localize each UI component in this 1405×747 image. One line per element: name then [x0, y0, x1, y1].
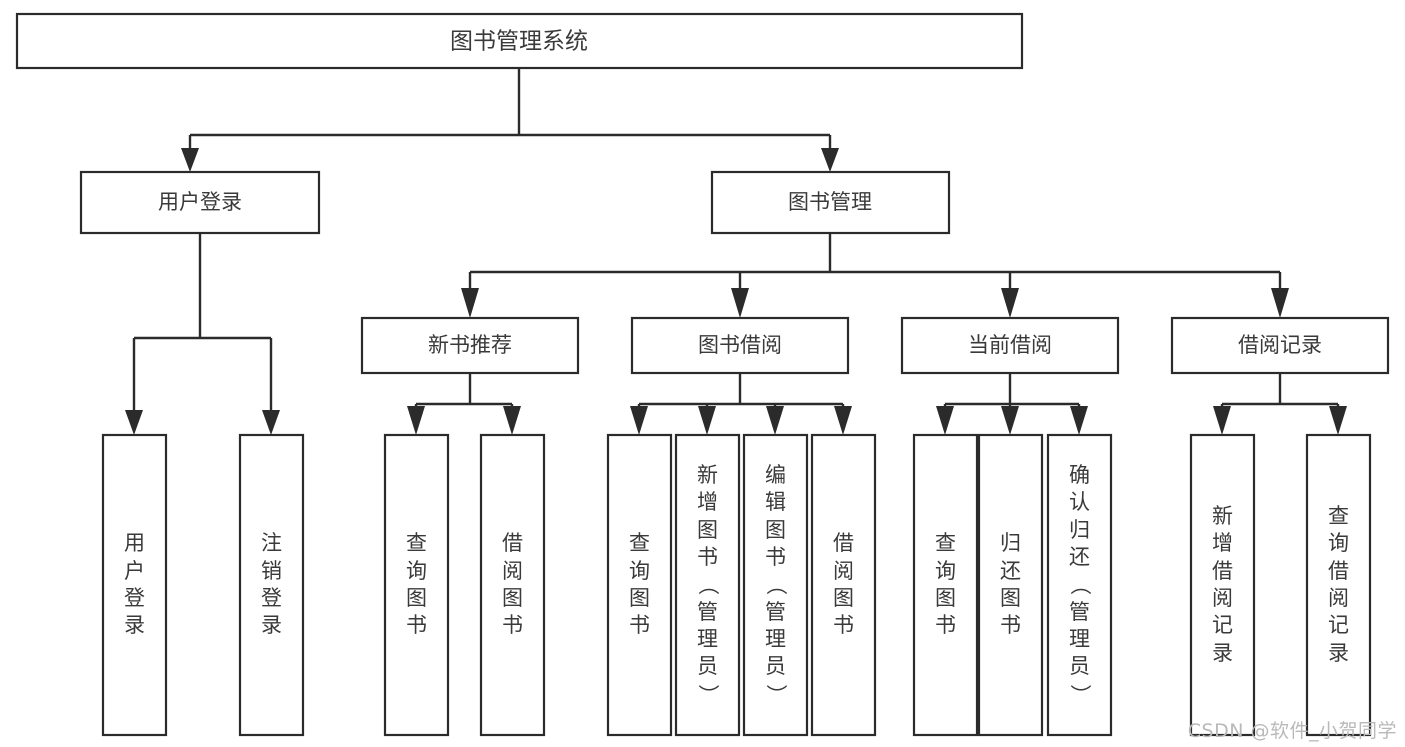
node-leaf-return-book[interactable]: [977, 433, 1044, 737]
node-leaf-user-login[interactable]: [101, 433, 168, 737]
node-book-manage-label: 图书管理: [788, 190, 872, 214]
arrowhead-borrow-record: [1271, 288, 1289, 318]
arrowhead-leaf-query-book-2: [630, 406, 648, 435]
arrowhead-new-book-recommend: [461, 288, 479, 318]
node-leaf-add-record[interactable]: [1189, 433, 1256, 737]
arrowhead-leaf-user-logout: [262, 410, 280, 435]
node-leaf-edit-book[interactable]: [742, 433, 809, 737]
node-book-manage[interactable]: [710, 170, 951, 235]
node-leaf-user-logout[interactable]: [238, 433, 305, 737]
arrowhead-user-login: [181, 148, 199, 172]
arrowhead-leaf-query-book-1: [407, 406, 425, 435]
watermark-text: CSDN @软件_小贺同学: [1187, 720, 1397, 742]
arrowhead-leaf-borrow-book-2: [834, 406, 852, 435]
arrowhead-book-borrow: [731, 288, 749, 318]
node-borrow-record-label: 借阅记录: [1238, 333, 1322, 357]
node-root-label: 图书管理系统: [450, 29, 588, 55]
arrowhead-leaf-edit-book: [766, 406, 784, 435]
node-current-borrow[interactable]: [900, 316, 1120, 375]
node-borrow-record[interactable]: [1170, 316, 1390, 375]
node-user-login-label: 用户登录: [158, 190, 242, 214]
arrowhead-leaf-borrow-book-1: [503, 406, 521, 435]
node-new-book-recommend-label: 新书推荐: [428, 333, 512, 357]
node-leaf-borrow-book-2[interactable]: [810, 433, 877, 737]
node-leaf-query-book-3[interactable]: [912, 433, 979, 737]
arrowhead-leaf-query-book-3: [936, 406, 954, 435]
node-leaf-confirm-return[interactable]: [1046, 433, 1113, 737]
connector-group: [125, 68, 1347, 435]
node-leaf-query-record[interactable]: [1305, 433, 1372, 737]
arrowhead-leaf-confirm-return: [1070, 406, 1088, 435]
arrowhead-book-manage: [821, 148, 839, 172]
node-box-group: 图书管理系统 用户登录 图书管理 新书推荐 图书借阅 当前借阅 借阅记录: [15, 12, 1390, 737]
node-leaf-borrow-book-1[interactable]: [479, 433, 546, 737]
node-root[interactable]: [15, 12, 1024, 70]
node-leaf-query-book-2[interactable]: [606, 433, 673, 737]
node-leaf-add-book[interactable]: [674, 433, 741, 737]
arrowhead-leaf-add-book: [698, 406, 716, 435]
arrowhead-current-borrow: [1001, 288, 1019, 318]
node-book-borrow[interactable]: [630, 316, 850, 375]
node-leaf-query-book-1[interactable]: [383, 433, 450, 737]
node-book-borrow-label: 图书借阅: [698, 333, 782, 357]
node-user-login[interactable]: [79, 170, 321, 235]
arrowhead-leaf-user-login: [125, 410, 143, 435]
arrowhead-leaf-query-record: [1329, 406, 1347, 435]
node-new-book-recommend[interactable]: [360, 316, 580, 375]
arrowhead-leaf-add-record: [1213, 406, 1231, 435]
node-current-borrow-label: 当前借阅: [968, 333, 1052, 357]
arrowhead-leaf-return-book: [1001, 406, 1019, 435]
